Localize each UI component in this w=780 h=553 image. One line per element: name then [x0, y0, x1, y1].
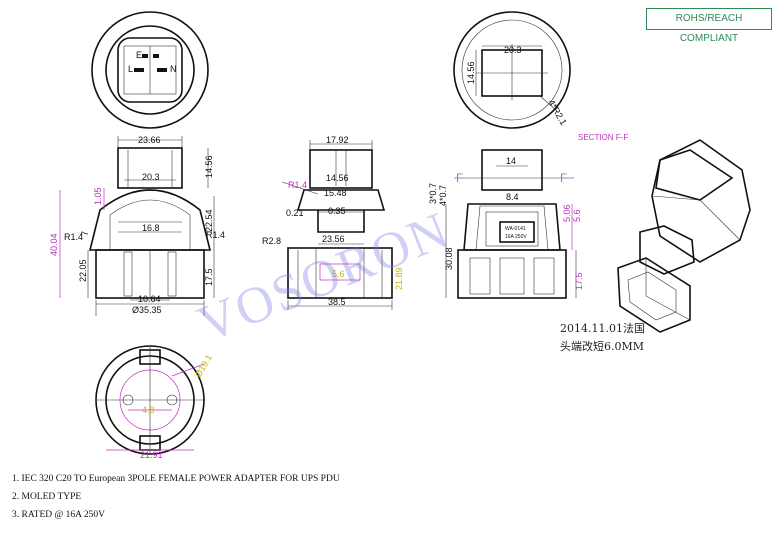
note-line-2: 头端改短6.0MM: [560, 340, 645, 353]
spec-list: 1. IEC 320 C20 TO European 3POLE FEMALE …: [12, 474, 340, 528]
plate-model: WA-0141: [505, 226, 526, 232]
dim-front-40-04: 40.04: [49, 233, 59, 256]
dim-back-5-06: 5.06: [562, 204, 572, 222]
dim-bottom-21-91: 21.91: [140, 450, 163, 460]
face-label-n: N: [170, 64, 177, 74]
dim-back-30-08: 30.08: [444, 247, 454, 270]
dim-front-20-3: 20.3: [142, 172, 160, 182]
rohs-badge: ROHS/REACH COMPLIANT: [646, 8, 772, 44]
section-mark-left: F: [456, 171, 463, 185]
dim-side-r1-4: R1.4: [288, 180, 307, 190]
dim-back-4x0-7: 4*0.7: [438, 185, 448, 206]
dim-side-21-89: 21.89: [394, 267, 404, 290]
front-view: 23.66 20.3 16.8 10.64 Ø35.35 14.56 22.54…: [49, 135, 225, 316]
dim-front-1-05: 1.05: [93, 187, 103, 205]
dim-front-14-56: 14.56: [204, 155, 214, 178]
dim-side-r2-8: R2.8: [262, 236, 281, 246]
plate-rating: 16A 250V: [505, 234, 527, 240]
dim-front-22-05: 22.05: [78, 259, 88, 282]
dim-section-20-3: 20.3: [504, 45, 522, 55]
section-label: SECTION F-F: [578, 133, 628, 142]
side-view: 17.92 14.56 15.48 0.35 0.21 23.56 38.5 R…: [262, 135, 404, 310]
dim-front-17-5: 17.5: [204, 268, 214, 286]
dim-front-10-64: 10.64: [138, 294, 161, 304]
dim-back-17-5: 17.5: [574, 272, 584, 290]
dim-back-14: 14: [506, 156, 516, 166]
dim-front-7: 7: [80, 231, 90, 236]
face-view: E L N: [91, 11, 209, 129]
section-view: 20.3 14.56 4*R2.1: [453, 11, 571, 129]
dim-side-14-56: 14.56: [326, 173, 349, 183]
face-label-e: E: [136, 50, 142, 60]
dim-side-17-92: 17.92: [326, 135, 349, 145]
face-label-l: L: [128, 64, 133, 74]
dim-front-r1-4a: R1.4: [64, 232, 83, 242]
dim-bottom-4-8: 4.8: [142, 405, 155, 415]
dim-back-5-6: 5.6: [572, 209, 582, 222]
dim-back-3x0-7: 3*0.7: [428, 183, 438, 204]
back-view: F F WA-0141 16A 250V 14 8.4 3*0.7 4*0.7 …: [428, 149, 584, 299]
dim-front-16-8: 16.8: [142, 223, 160, 233]
dim-back-8-4: 8.4: [506, 192, 519, 202]
isometric-view: [617, 139, 751, 333]
section-mark-right: F: [560, 171, 567, 185]
dim-side-23-56: 23.56: [322, 234, 345, 244]
spec-item-3: 3. RATED @ 16A 250V: [12, 510, 105, 520]
spec-item-1: 1. IEC 320 C20 TO European 3POLE FEMALE …: [12, 474, 340, 484]
bottom-view: Ø19.1 4.8 21.91: [95, 345, 214, 460]
dim-side-0-35: 0.35: [328, 206, 346, 216]
dim-front-22-54: 22.54: [204, 209, 214, 232]
dim-front-23-66: 23.66: [138, 135, 161, 145]
dim-side-38-5: 38.5: [328, 297, 346, 307]
spec-item-2: 2. MOLED TYPE: [12, 492, 82, 502]
dim-section-14-56: 14.56: [466, 61, 476, 84]
dim-side-15-48: 15.48: [324, 188, 347, 198]
dim-front-r1-4b: R1.4: [206, 230, 225, 240]
note-line-1: 2014.11.01法国: [560, 322, 645, 335]
dim-side-5-6: 5.6: [332, 269, 345, 279]
dim-section-4xr2-1: 4*R2.1: [546, 98, 568, 127]
dim-bottom-d19-1: Ø19.1: [193, 353, 214, 379]
dim-side-0-21: 0.21: [286, 208, 304, 218]
dim-front-d35-35: Ø35.35: [132, 305, 162, 315]
